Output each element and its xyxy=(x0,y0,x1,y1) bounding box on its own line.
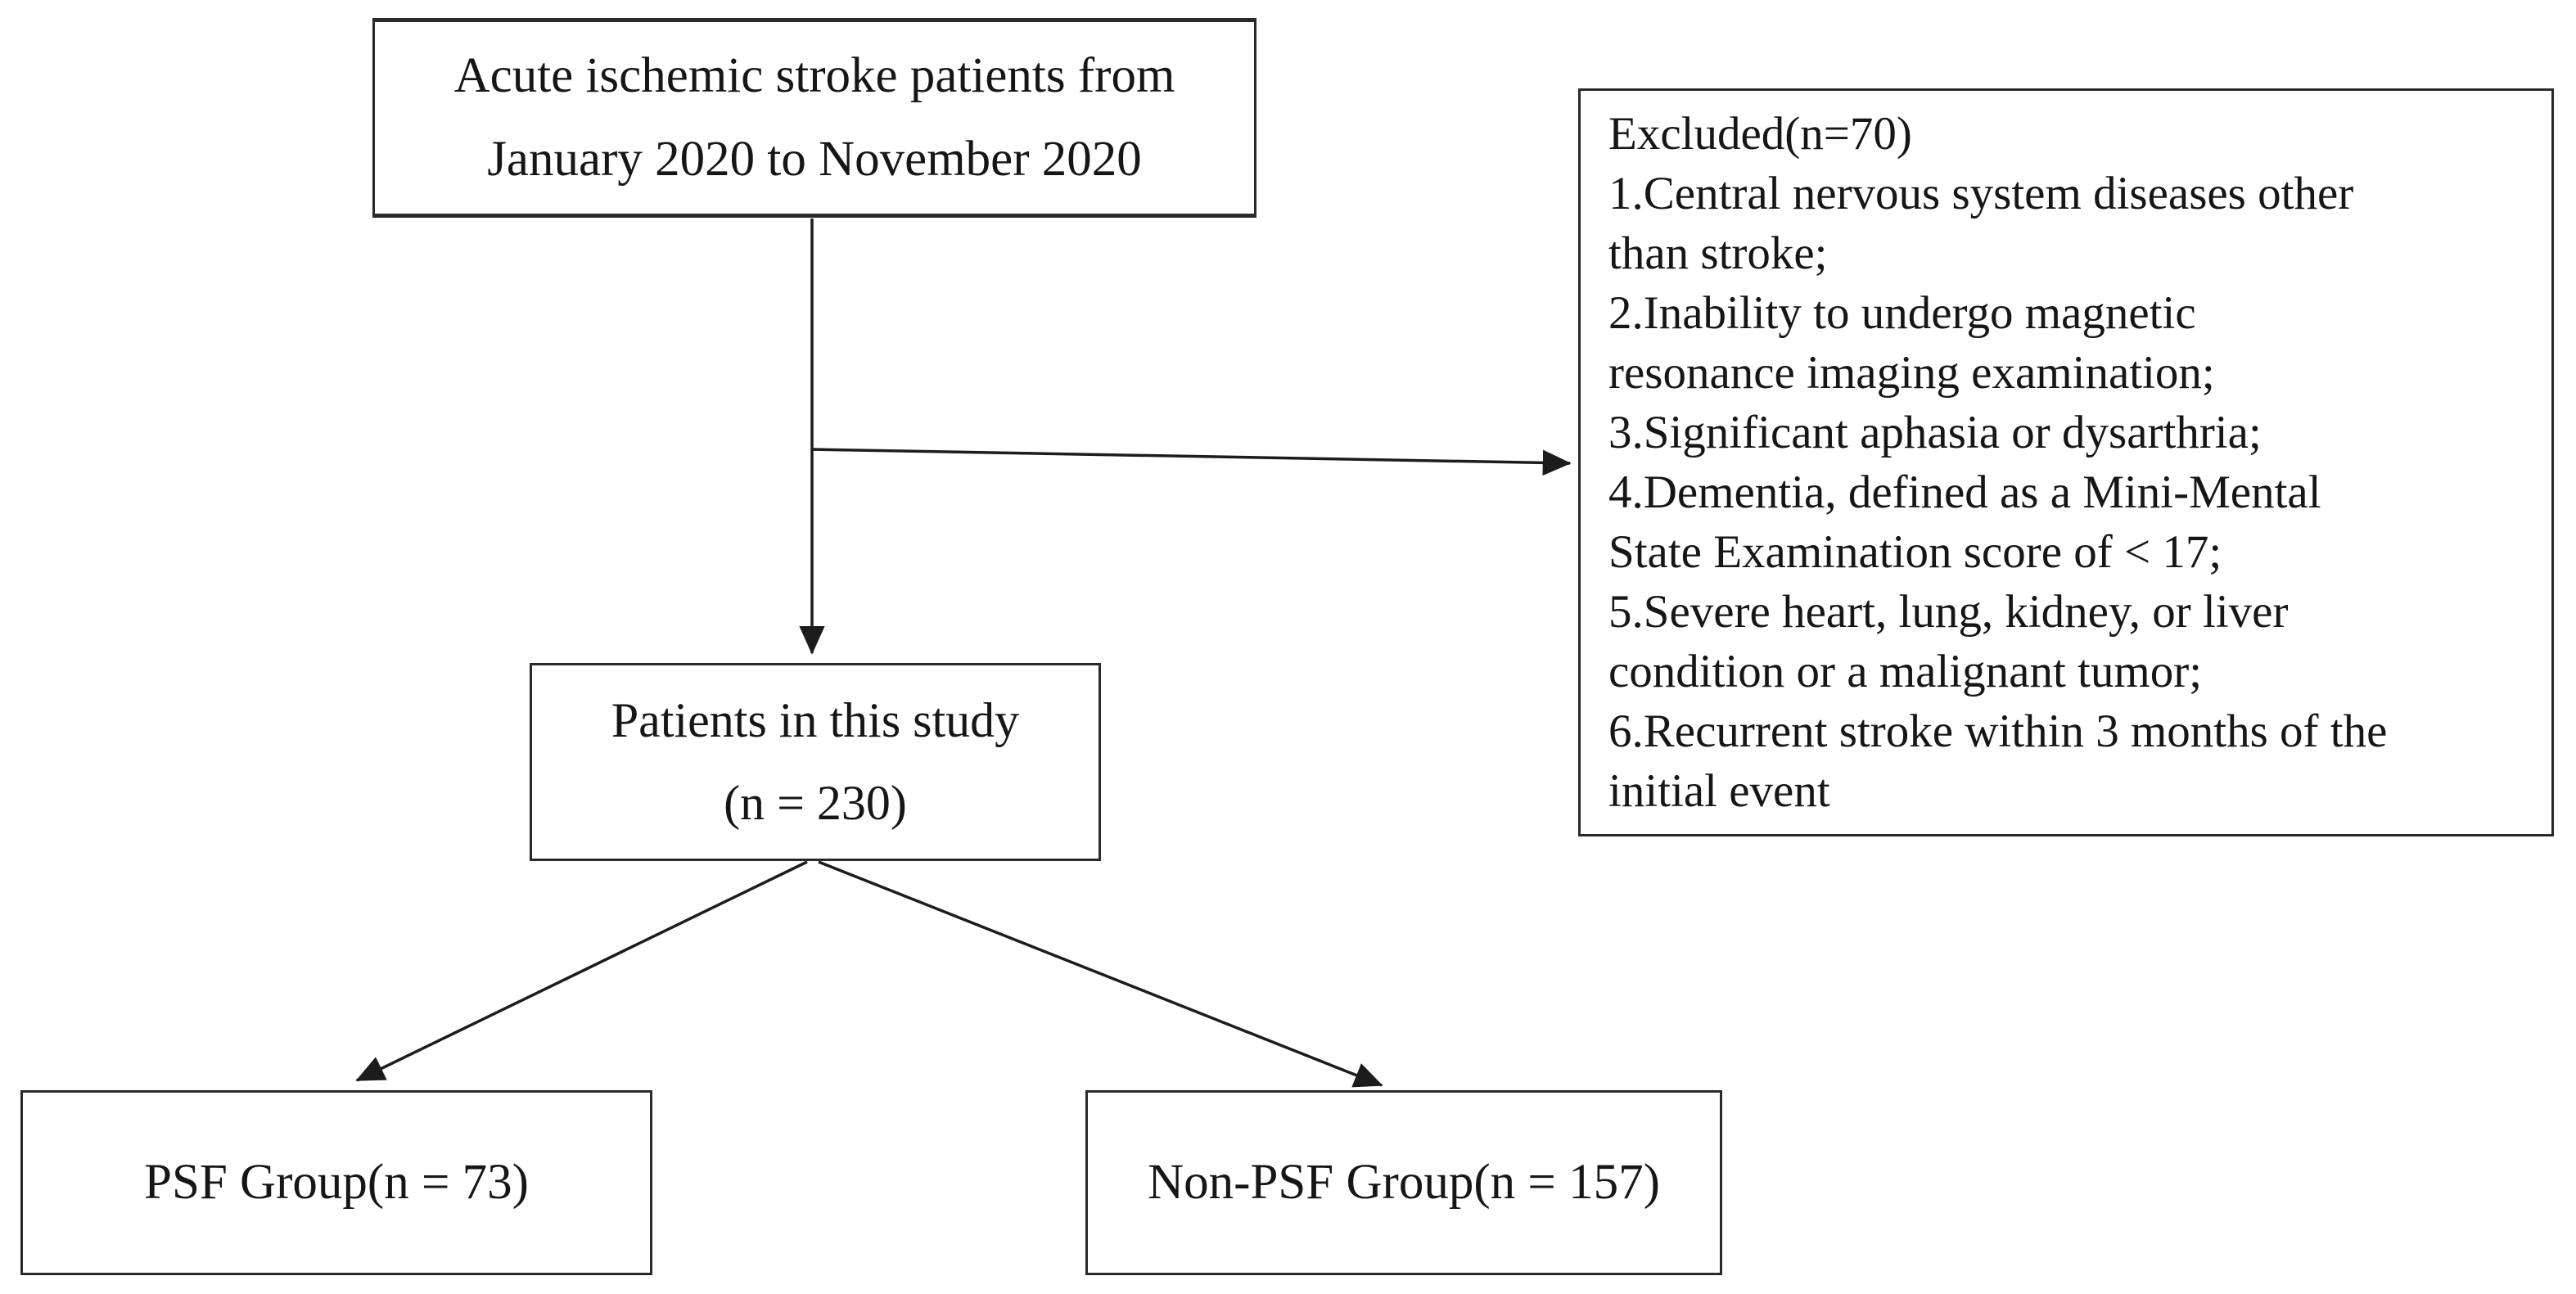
excluded-line: initial event xyxy=(1608,765,1830,817)
excluded-line: 6.Recurrent stroke within 3 months of th… xyxy=(1608,706,2388,757)
excluded-box: Excluded(n=70) 1.Central nervous system … xyxy=(1578,88,2554,836)
excluded-title: Excluded(n=70) xyxy=(1608,108,1912,160)
study-count: (n = 230) xyxy=(724,776,907,831)
excluded-line: than stroke; xyxy=(1608,228,1828,279)
excluded-line: condition or a malignant tumor; xyxy=(1608,646,2203,697)
excluded-line: 3.Significant aphasia or dysarthria; xyxy=(1608,407,2262,458)
excluded-line: 5.Severe heart, lung, kidney, or liver xyxy=(1608,586,2289,638)
excluded-line: 4.Dementia, defined as a Mini-Mental xyxy=(1608,467,2321,518)
source-line-1: Acute ischemic stroke patients from xyxy=(453,48,1175,104)
non-psf-group-label: Non-PSF Group(n = 157) xyxy=(1148,1155,1660,1210)
excluded-line: 1.Central nervous system diseases other xyxy=(1608,168,2354,219)
psf-group-box: PSF Group(n = 73) xyxy=(20,1090,652,1275)
arrow-study-to-psf xyxy=(355,860,808,1082)
study-line-1: Patients in this study xyxy=(611,692,1020,747)
arrow-branch-to-excluded xyxy=(811,448,1572,476)
source-line-2: January 2020 to November 2020 xyxy=(487,131,1142,187)
psf-group-label: PSF Group(n = 73) xyxy=(144,1155,529,1210)
excluded-line: resonance imaging examination; xyxy=(1608,347,2215,399)
excluded-line: 2.Inability to undergo magnetic xyxy=(1608,287,2196,339)
excluded-line: State Examination score of < 17; xyxy=(1608,526,2222,578)
non-psf-group-box: Non-PSF Group(n = 157) xyxy=(1085,1090,1722,1275)
study-box: Patients in this study (n = 230) xyxy=(530,663,1101,861)
source-box: Acute ischemic stroke patients from Janu… xyxy=(372,18,1256,218)
arrow-study-to-nonpsf xyxy=(818,860,1383,1088)
